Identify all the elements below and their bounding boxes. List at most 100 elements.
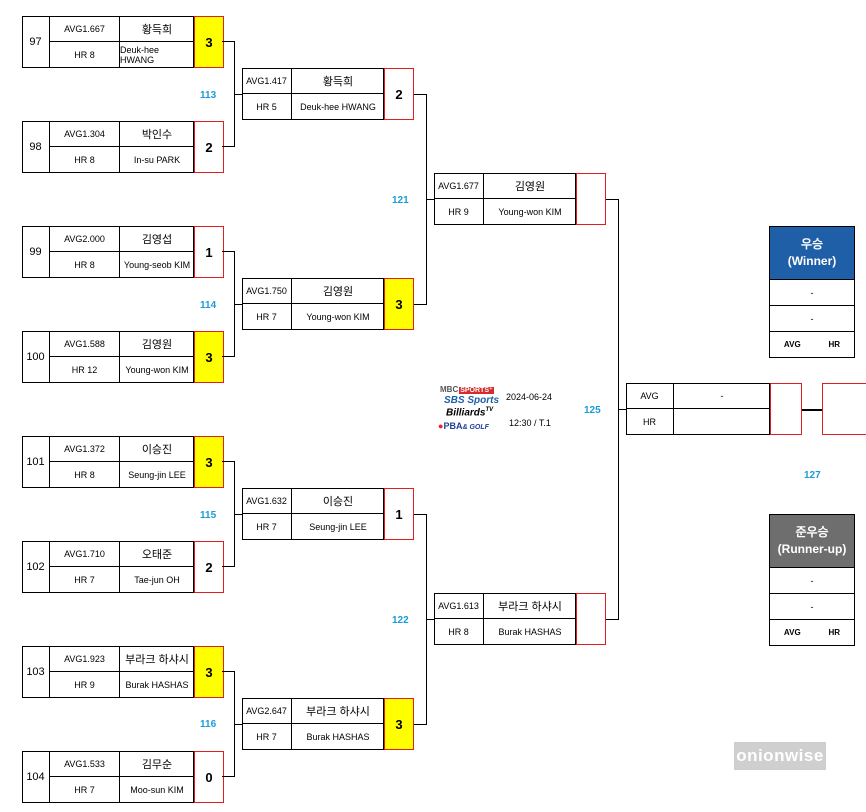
match-card-97[interactable]: 97 AVG1.667 HR 8 황득희 Deuk-hee HWANG 3 — [22, 16, 224, 68]
score: 1 — [194, 226, 224, 278]
score: 2 — [384, 68, 414, 120]
hr-value: HR 9 — [50, 672, 120, 697]
avg-value: AVG1.533 — [50, 751, 120, 777]
player-name-en — [674, 409, 770, 434]
connector-line — [234, 724, 242, 725]
avg-value: AVG1.667 — [50, 16, 120, 42]
player-name-ko: 김무순 — [120, 751, 194, 777]
score — [576, 173, 606, 225]
connector-line — [606, 199, 618, 200]
match-number: 97 — [22, 16, 50, 68]
match-label-125: 125 — [584, 405, 601, 416]
connector-line — [222, 146, 234, 147]
runnerup-row-2: - — [770, 593, 854, 619]
match-label-115: 115 — [200, 510, 217, 521]
connector-line — [222, 776, 234, 777]
avg-value: AVG1.613 — [434, 593, 484, 619]
hr-label: HR — [626, 409, 674, 434]
winner-avg-label: AVG — [783, 340, 801, 349]
winner-panel: 우승 (Winner) - - AVG HR — [769, 226, 855, 358]
score: 1 — [384, 488, 414, 540]
match-card-122[interactable]: AVG1.613 HR 8 부라크 하샤시 Burak HASHAS — [434, 593, 606, 645]
player-name-en: Young-won KIM — [306, 311, 370, 322]
match-card-104[interactable]: 104 AVG1.533 HR 7 김무순 Moo-sun KIM 0 — [22, 751, 224, 803]
billiards-tv-logo: BilliardsTV — [446, 407, 494, 419]
match-card-101[interactable]: 101 AVG1.372 HR 8 이승진 Seung-jin LEE 3 — [22, 436, 224, 488]
connector-line — [234, 94, 242, 95]
score — [822, 383, 866, 435]
match-number: 100 — [22, 331, 50, 383]
hr-value: HR 9 — [434, 199, 484, 224]
score: 3 — [194, 646, 224, 698]
runnerup-row-1: - — [770, 567, 854, 593]
connector-line — [426, 619, 434, 620]
hr-value: HR 7 — [242, 724, 292, 749]
connector-line — [222, 671, 234, 672]
score: 3 — [194, 331, 224, 383]
player-name-en: In-su PARK — [133, 154, 181, 165]
match-card-103[interactable]: 103 AVG1.923 HR 9 부라크 하샤시 Burak HASHAS 3 — [22, 646, 224, 698]
player-name-en: Tae-jun OH — [134, 574, 180, 585]
sbs-sports-logo: SBS Sports — [444, 395, 500, 406]
match-number: 99 — [22, 226, 50, 278]
hr-value: HR 8 — [434, 619, 484, 644]
avg-value: AVG1.588 — [50, 331, 120, 357]
player-name-ko: 오태준 — [120, 541, 194, 567]
match-number: 101 — [22, 436, 50, 488]
avg-value: AVG2.647 — [242, 698, 292, 724]
score: 2 — [194, 121, 224, 173]
match-card-116[interactable]: AVG2.647 HR 7 부라크 하샤시 Burak HASHAS 3 — [242, 698, 414, 750]
score: 3 — [384, 698, 414, 750]
match-card-114[interactable]: AVG1.750 HR 7 김영원 Young-won KIM 3 — [242, 278, 414, 330]
connector-line — [222, 41, 234, 42]
player-name-en: Burak HASHAS — [125, 679, 189, 690]
match-card-99[interactable]: 99 AVG2.000 HR 8 김영섭 Young-seob KIM 1 — [22, 226, 224, 278]
avg-value: AVG1.417 — [242, 68, 292, 94]
hr-value: HR 12 — [50, 357, 120, 382]
avg-value: AVG1.632 — [242, 488, 292, 514]
match-card-98[interactable]: 98 AVG1.304 HR 8 박인수 In-su PARK 2 — [22, 121, 224, 173]
match-label-114: 114 — [200, 300, 217, 311]
connector-line — [606, 619, 618, 620]
player-name-ko: 부라크 하샤시 — [120, 646, 194, 672]
match-card-127[interactable] — [822, 383, 866, 435]
match-card-100[interactable]: 100 AVG1.588 HR 12 김영원 Young-won KIM 3 — [22, 331, 224, 383]
player-name-en: Burak HASHAS — [306, 731, 370, 742]
player-name-en: Deuk-hee HWANG — [300, 101, 376, 112]
avg-label: AVG — [626, 383, 674, 409]
event-time: 12:30 / T.1 — [509, 418, 551, 428]
player-name-en: Young-seob KIM — [123, 259, 191, 270]
match-number: 98 — [22, 121, 50, 173]
player-name-ko: 황득희 — [120, 16, 194, 42]
match-number: 104 — [22, 751, 50, 803]
connector-line — [414, 304, 426, 305]
avg-value: AVG1.677 — [434, 173, 484, 199]
player-name-ko: 박인수 — [120, 121, 194, 147]
match-label-121: 121 — [392, 195, 409, 206]
runnerup-header: 준우승 (Runner-up) — [770, 515, 854, 567]
score: 0 — [194, 751, 224, 803]
match-card-102[interactable]: 102 AVG1.710 HR 7 오태준 Tae-jun OH 2 — [22, 541, 224, 593]
player-name-ko: 부라크 하샤시 — [484, 593, 576, 619]
match-card-121[interactable]: AVG1.677 HR 9 김영원 Young-won KIM — [434, 173, 606, 225]
connector-line — [222, 251, 234, 252]
score: 3 — [384, 278, 414, 330]
player-name-ko: 김영원 — [120, 331, 194, 357]
match-card-115[interactable]: AVG1.632 HR 7 이승진 Seung-jin LEE 1 — [242, 488, 414, 540]
match-label-113: 113 — [200, 90, 217, 101]
connector-line — [234, 514, 242, 515]
match-number: 102 — [22, 541, 50, 593]
player-name-en: Young-won KIM — [125, 364, 189, 375]
player-name-en: Young-won KIM — [498, 206, 562, 217]
match-card-125[interactable]: AVG HR - — [626, 383, 802, 435]
match-card-113[interactable]: AVG1.417 HR 5 황득희 Deuk-hee HWANG 2 — [242, 68, 414, 120]
watermark: onionwise — [734, 742, 826, 770]
runnerup-title-en: (Runner-up) — [777, 542, 847, 556]
winner-title-ko: 우승 — [800, 237, 824, 251]
match-number: 103 — [22, 646, 50, 698]
runnerup-stats: AVG HR — [770, 619, 854, 645]
hr-value: HR 8 — [50, 42, 120, 67]
winner-hr-label: HR — [828, 340, 841, 349]
